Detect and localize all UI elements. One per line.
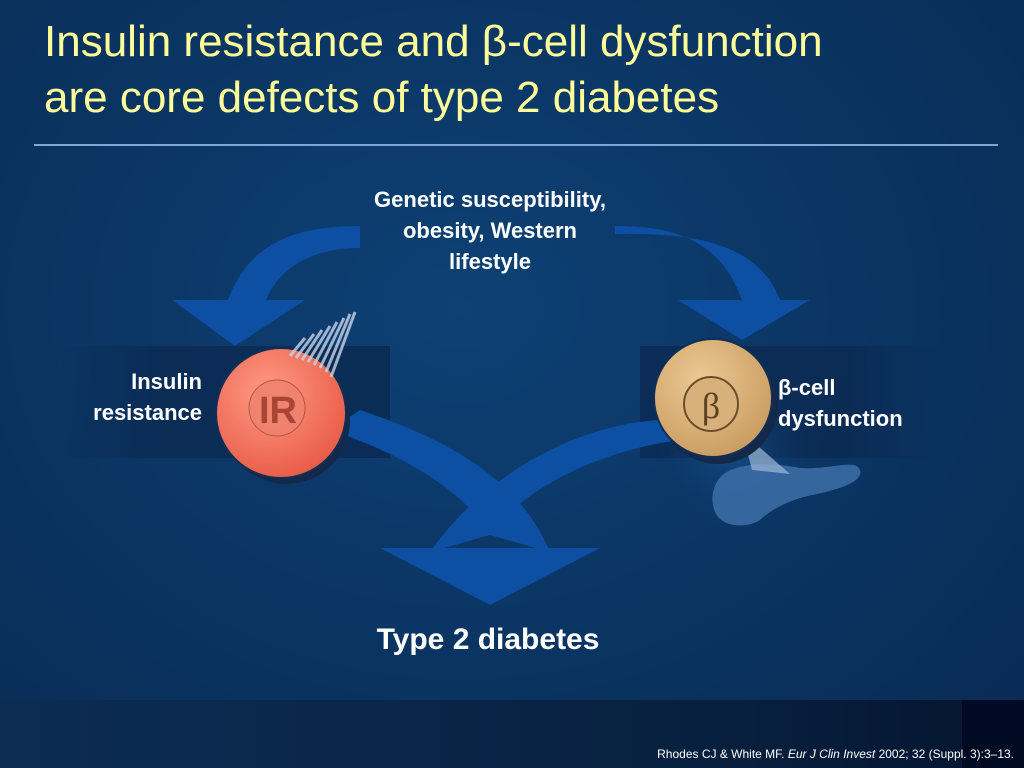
cause-line-3: lifestyle (449, 249, 531, 274)
title-line-1: Insulin resistance and β-cell dysfunctio… (44, 17, 823, 66)
title-line-2: are core defects of type 2 diabetes (44, 73, 720, 122)
footer-band (0, 700, 1024, 768)
citation: Rhodes CJ & White MF. Eur J Clin Invest … (560, 746, 1014, 762)
ir-label-line-1: Insulin (131, 369, 202, 394)
ir-badge: IR (259, 390, 297, 432)
citation-authors: Rhodes CJ & White MF. (657, 747, 785, 761)
beta-label-line-2: dysfunction (778, 406, 903, 431)
citation-journal: Eur J Clin Invest (787, 747, 876, 761)
cause-line-2: obesity, Western (402, 218, 577, 243)
beta-cell-dysfunction-label: β-cell dysfunction (778, 372, 978, 434)
insulin-receptor-fan (288, 311, 357, 378)
footer-corner (962, 700, 1024, 768)
ir-label-line-2: resistance (93, 400, 202, 425)
citation-details: 2002; 32 (Suppl. 3):3–13. (878, 747, 1014, 761)
cause-to-beta-arrow (615, 226, 810, 340)
cause-to-ir-arrow (172, 226, 360, 346)
outcome-arrowhead (380, 548, 600, 605)
cause-text: Genetic susceptibility, obesity, Western… (340, 184, 640, 277)
title-divider (34, 144, 998, 146)
beta-label-line-1: β-cell (778, 375, 836, 400)
pancreas-icon (712, 464, 861, 526)
slide-title: Insulin resistance and β-cell dysfunctio… (44, 14, 994, 126)
beta-cell-nucleus (683, 376, 739, 432)
beta-badge: β (702, 386, 720, 426)
beta-to-outcome-arrow (430, 420, 680, 552)
cause-line-1: Genetic susceptibility, (374, 187, 606, 212)
outcome-label: Type 2 diabetes (376, 623, 600, 656)
ir-cell-nucleus (248, 379, 306, 437)
insulin-resistance-label: Insulin resistance (60, 366, 202, 428)
